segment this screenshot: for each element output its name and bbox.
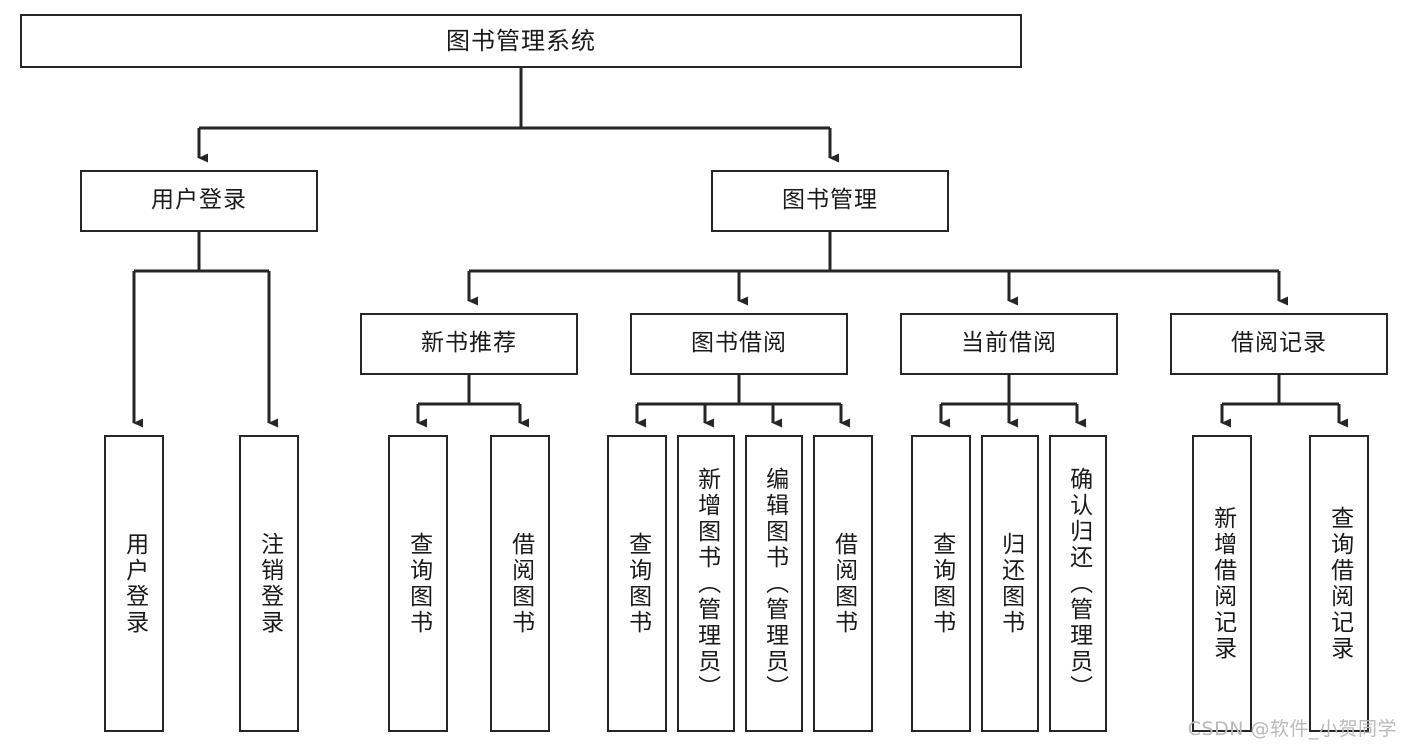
node-label: 当前借阅 — [961, 330, 1057, 357]
node-label: 图书管理系统 — [446, 26, 596, 55]
node-root-system[interactable]: 图书管理系统 — [20, 14, 1022, 68]
leaf-query-borrow-record[interactable]: 查询借阅记录 — [1309, 435, 1369, 732]
leaf-label: 新增图书（管理员） — [693, 466, 720, 701]
leaf-label: 归还图书 — [997, 531, 1024, 636]
node-label: 新书推荐 — [421, 330, 517, 357]
leaf-label: 查询图书 — [624, 531, 651, 636]
leaf-label: 新增借阅记录 — [1209, 505, 1236, 662]
leaf-logout[interactable]: 注销登录 — [239, 435, 299, 732]
node-user-login[interactable]: 用户登录 — [80, 170, 318, 232]
node-borrow-records[interactable]: 借阅记录 — [1170, 313, 1388, 375]
node-book-borrow[interactable]: 图书借阅 — [630, 313, 848, 375]
leaf-label: 查询借阅记录 — [1326, 505, 1353, 662]
node-new-book-recommend[interactable]: 新书推荐 — [360, 313, 578, 375]
leaf-label: 用户登录 — [121, 531, 148, 636]
leaf-user-login[interactable]: 用户登录 — [104, 435, 164, 732]
csdn-watermark: CSDN @软件_小贺同学 — [1187, 718, 1397, 740]
leaf-query-book-recommend[interactable]: 查询图书 — [388, 435, 448, 732]
leaf-label: 确认归还（管理员） — [1065, 466, 1092, 701]
leaf-label: 编辑图书（管理员） — [761, 466, 788, 701]
node-book-management[interactable]: 图书管理 — [711, 170, 949, 232]
leaf-label: 查询图书 — [928, 531, 955, 636]
leaf-borrow-book[interactable]: 借阅图书 — [813, 435, 873, 732]
leaf-edit-book-admin[interactable]: 编辑图书（管理员） — [745, 435, 803, 732]
leaf-return-book[interactable]: 归还图书 — [981, 435, 1039, 732]
leaf-query-book-borrow[interactable]: 查询图书 — [607, 435, 667, 732]
leaf-label: 注销登录 — [256, 531, 283, 636]
node-label: 借阅记录 — [1231, 330, 1327, 357]
leaf-label: 借阅图书 — [507, 531, 534, 636]
leaf-borrow-book-recommend[interactable]: 借阅图书 — [490, 435, 550, 732]
node-label: 图书借阅 — [691, 330, 787, 357]
leaf-query-book-current[interactable]: 查询图书 — [911, 435, 971, 732]
leaf-add-book-admin[interactable]: 新增图书（管理员） — [677, 435, 735, 732]
node-label: 用户登录 — [151, 187, 247, 214]
leaf-add-borrow-record[interactable]: 新增借阅记录 — [1192, 435, 1252, 732]
node-label: 图书管理 — [782, 187, 878, 214]
leaf-confirm-return-admin[interactable]: 确认归还（管理员） — [1049, 435, 1107, 732]
leaf-label: 借阅图书 — [830, 531, 857, 636]
node-current-borrow[interactable]: 当前借阅 — [900, 313, 1118, 375]
leaf-label: 查询图书 — [405, 531, 432, 636]
